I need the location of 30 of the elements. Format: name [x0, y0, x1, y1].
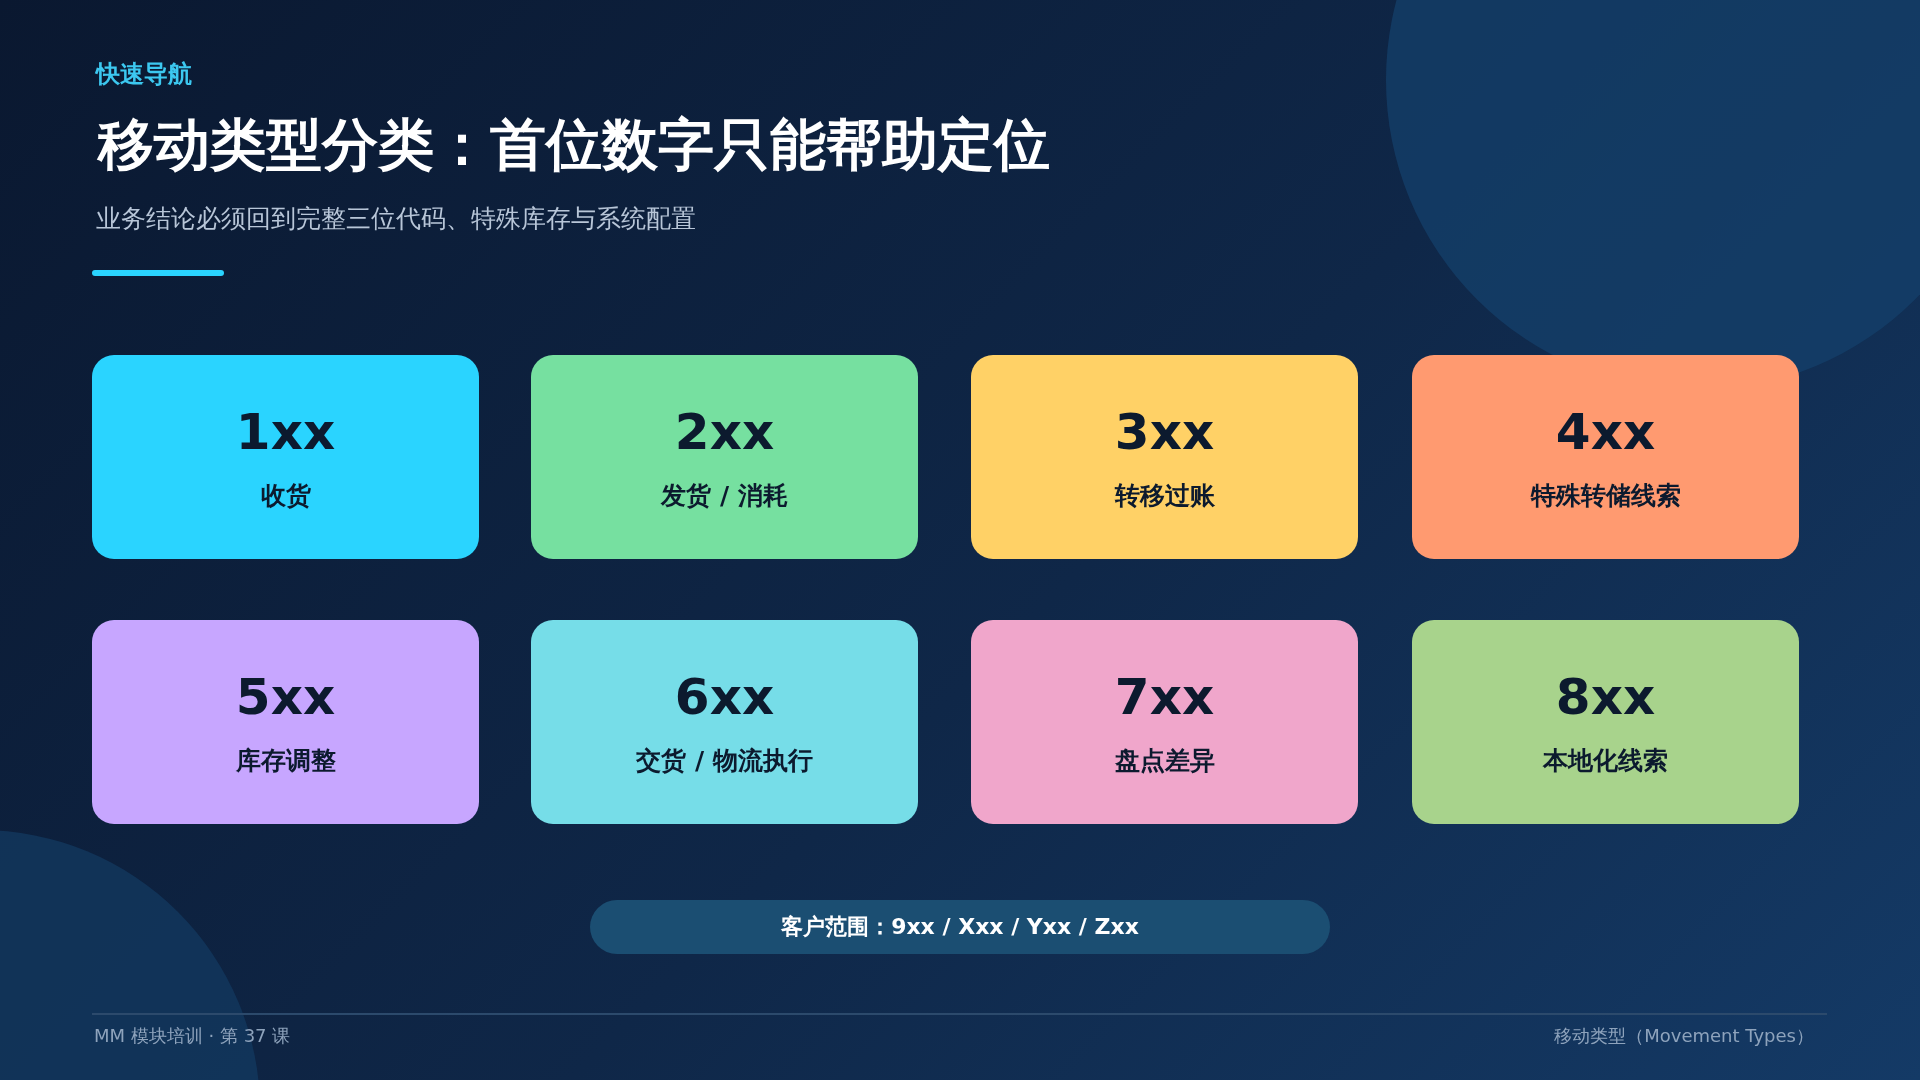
category-name: 本地化线索: [1543, 747, 1668, 773]
category-name: 特殊转储线索: [1530, 482, 1681, 508]
category-card: [92, 355, 479, 559]
category-card: [531, 620, 918, 824]
category-name: 盘点差异: [1114, 747, 1215, 773]
code-range: 1xx: [235, 406, 336, 457]
category-name: 发货 / 消耗: [661, 482, 788, 508]
category-name: 转移过账: [1114, 482, 1215, 508]
range-pill: 客户范围：9xx / Xxx / Yxx / Zxx: [590, 900, 1330, 954]
category-card: [531, 355, 918, 559]
section-label: 快速导航: [96, 59, 192, 90]
code-range: 6xx: [674, 671, 775, 722]
subtitle: 业务结论必须回到完整三位代码、特殊库存与系统配置: [96, 203, 696, 235]
code-range: 7xx: [1114, 671, 1215, 722]
category-name: 库存调整: [235, 747, 336, 773]
footer-text: MM 模块培训 · 第 37 课: [94, 1024, 291, 1048]
category-card: [971, 355, 1358, 559]
category-card: [1412, 355, 1799, 559]
code-range: 3xx: [1114, 406, 1215, 457]
category-card: [971, 620, 1358, 824]
footer-text: 移动类型（Movement Types）: [1554, 1024, 1814, 1048]
category-card: [1412, 620, 1799, 824]
code-range: 4xx: [1555, 406, 1656, 457]
code-range: 8xx: [1555, 671, 1656, 722]
category-card: [92, 620, 479, 824]
category-name: 交货 / 物流执行: [636, 747, 813, 773]
code-range: 5xx: [235, 671, 336, 722]
title: 移动类型分类：首位数字只能帮助定位: [98, 111, 1050, 179]
category-name: 收货: [260, 482, 311, 508]
code-range: 2xx: [674, 406, 775, 457]
